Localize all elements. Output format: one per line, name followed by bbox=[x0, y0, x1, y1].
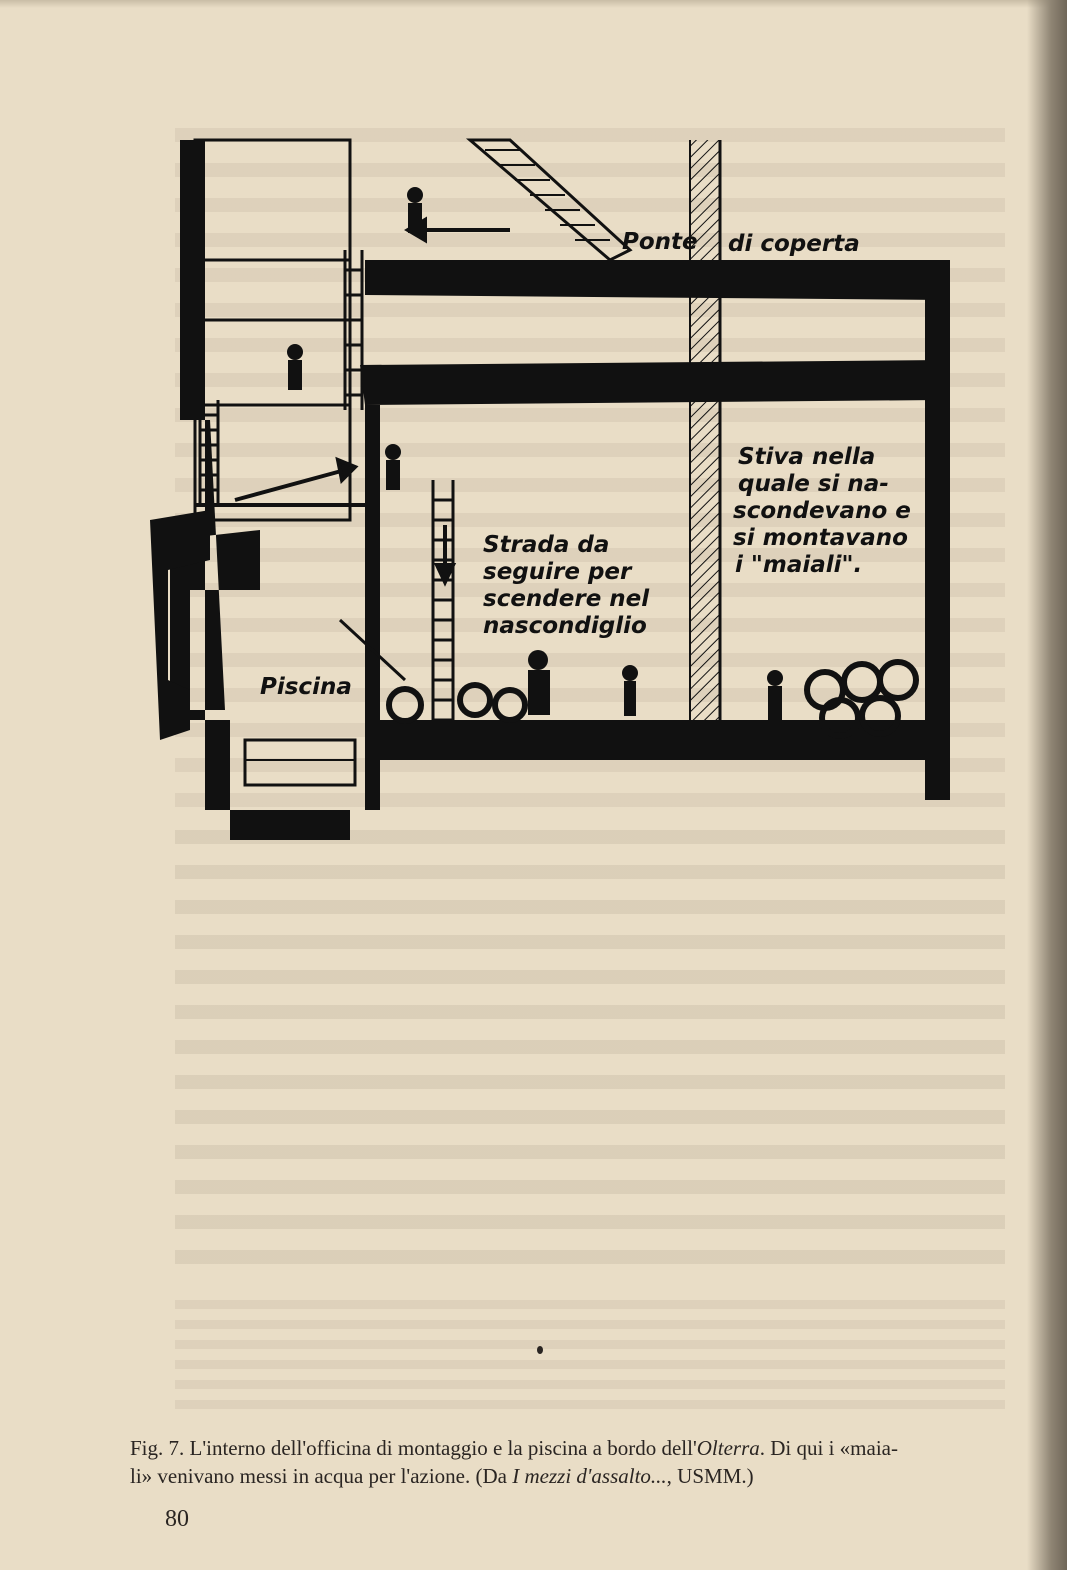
label-strada-line: seguire per bbox=[483, 560, 631, 585]
label-stiva-line: quale si na- bbox=[738, 472, 889, 497]
caption-ship-name: Olterra bbox=[697, 1436, 760, 1460]
label-strada-line: Strada da bbox=[483, 533, 609, 558]
caption-text: li» venivano messi in acqua per l'azione… bbox=[130, 1464, 512, 1488]
label-stiva-line: scondevano e bbox=[733, 499, 911, 524]
label-strada-line: nascondiglio bbox=[483, 614, 647, 639]
caption-text: L'interno dell'officina di montaggio e l… bbox=[190, 1436, 697, 1460]
page-number: 80 bbox=[165, 1506, 189, 1533]
label-ponte: Ponte bbox=[622, 230, 698, 255]
label-di-coperta: di coperta bbox=[728, 232, 860, 257]
print-speck bbox=[537, 1346, 543, 1354]
label-strada-line: scendere nel bbox=[483, 587, 649, 612]
label-stiva-line: i "maiali". bbox=[735, 553, 862, 578]
page-top-edge bbox=[0, 0, 1067, 8]
caption-source-title: I mezzi d'assalto... bbox=[512, 1464, 666, 1488]
label-stiva-line: Stiva nella bbox=[738, 445, 875, 470]
caption-text: . Di qui i «maia- bbox=[760, 1436, 898, 1460]
label-stiva-line: si montavano bbox=[733, 526, 908, 551]
caption-fig-label: Fig. 7. bbox=[130, 1436, 184, 1460]
label-piscina: Piscina bbox=[260, 675, 352, 700]
caption-text: , USMM.) bbox=[667, 1464, 754, 1488]
ship-cross-section-figure: Ponte di coperta Stiva nella quale si na… bbox=[150, 120, 950, 845]
page-binding-shadow bbox=[1027, 0, 1067, 1570]
bleed-through-text-lower bbox=[175, 830, 1005, 1270]
bleed-through-notes bbox=[175, 1300, 1005, 1420]
figure-caption: Fig. 7. L'interno dell'officina di monta… bbox=[130, 1434, 975, 1490]
